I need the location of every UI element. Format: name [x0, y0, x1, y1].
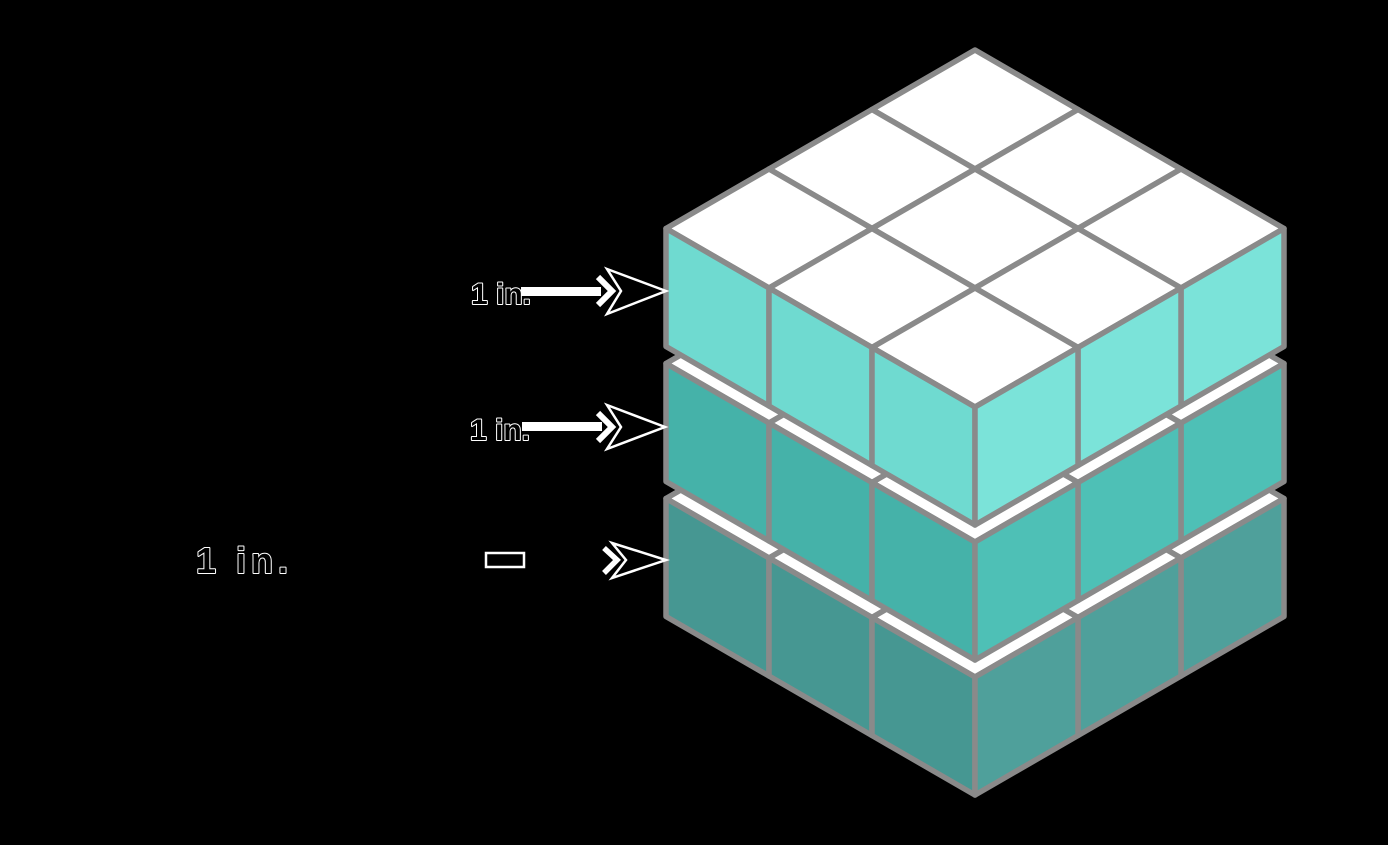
cube-face-right-layer1: [972, 344, 1081, 528]
arrow-shaft-core-top: [521, 287, 601, 296]
arrow-head-bottom: [608, 540, 671, 581]
arrow-head-top: [603, 266, 670, 317]
arrow-head-middle: [603, 402, 669, 452]
annotation-bottom-layer: 1 in.: [195, 539, 671, 582]
label-middle-layer: 1 in.: [470, 414, 530, 447]
cube: [663, 47, 1287, 798]
annotation-top-layer: 1 in.: [470, 266, 670, 317]
cube-face-right-layer3: [972, 614, 1081, 798]
annotation-middle-layer: 1 in.: [469, 402, 669, 452]
label-bottom-layer: 1 in.: [196, 540, 293, 581]
arrow-notch-middle-icon: [595, 410, 617, 444]
arrow-shaft-dash-bottom: [484, 551, 526, 569]
arrow-notch-bottom-icon: [602, 545, 621, 575]
cube-face-right-layer2: [972, 479, 1081, 663]
arrow-notch-top-icon: [595, 274, 617, 308]
arrow-shaft-core-middle: [522, 422, 602, 431]
label-top-layer: 1 in.: [471, 278, 531, 311]
